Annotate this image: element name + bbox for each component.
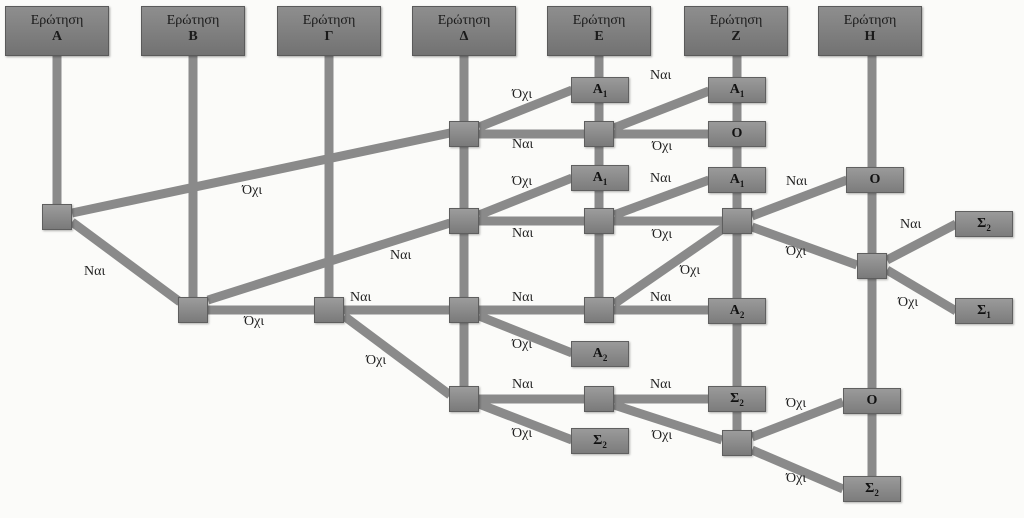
- result-box: O: [843, 388, 901, 414]
- decision-node-e-1: [584, 121, 614, 147]
- edge-label: Όχι: [786, 471, 807, 486]
- edge-label: Ναι: [350, 290, 372, 305]
- header-letter: A: [51, 29, 63, 44]
- edge-label: Όχι: [512, 87, 533, 102]
- decision-node-d-3: [449, 297, 479, 323]
- decision-node-e-2: [584, 208, 614, 234]
- header-letter: E: [594, 29, 604, 44]
- edge-label: Όχι: [244, 314, 265, 329]
- edge-label: Ναι: [650, 171, 672, 186]
- edge-label: Όχι: [512, 174, 533, 189]
- question-header-g: Ερώτηση Γ: [277, 6, 381, 56]
- question-header-z: Ερώτηση Z: [684, 6, 788, 56]
- result-box: A1: [708, 167, 766, 193]
- question-header-e: Ερώτηση E: [547, 6, 651, 56]
- edge-label: Ναι: [650, 68, 672, 83]
- decision-node-d-2: [449, 208, 479, 234]
- edge-label: Όχι: [652, 428, 673, 443]
- result-box: O: [846, 167, 904, 193]
- question-header-a: Ερώτηση A: [5, 6, 109, 56]
- header-word: Ερώτηση: [572, 13, 626, 28]
- decision-node-a: [42, 204, 72, 230]
- result-box: A2: [571, 341, 629, 367]
- edge-label: Ναι: [512, 377, 534, 392]
- decision-node-d-4: [449, 386, 479, 412]
- header-word: Ερώτηση: [30, 13, 84, 28]
- result-box: A2: [708, 298, 766, 324]
- edge-label: Όχι: [652, 227, 673, 242]
- edge-label: Ναι: [650, 377, 672, 392]
- edge-label: Ναι: [900, 217, 922, 232]
- result-box: Σ2: [955, 211, 1013, 237]
- result-box: Σ2: [571, 428, 629, 454]
- edge-label: Όχι: [366, 353, 387, 368]
- header-letter: Z: [731, 29, 741, 44]
- edge-label: Όχι: [680, 263, 701, 278]
- edge-label: Όχι: [242, 183, 263, 198]
- result-box: Σ1: [955, 298, 1013, 324]
- edge-label: Όχι: [898, 295, 919, 310]
- result-box: O: [708, 121, 766, 147]
- edge-label: Ναι: [512, 290, 534, 305]
- edge-label: Ναι: [390, 248, 412, 263]
- edge-label: Όχι: [652, 139, 673, 154]
- result-box: A1: [571, 77, 629, 103]
- edge-label: Όχι: [786, 244, 807, 259]
- edge-label: Ναι: [786, 174, 808, 189]
- decision-node-g: [314, 297, 344, 323]
- header-letter: B: [188, 29, 198, 44]
- edge-label: Ναι: [84, 264, 106, 279]
- question-header-h: Ερώτηση H: [818, 6, 922, 56]
- result-box: A1: [571, 165, 629, 191]
- edge-label: Όχι: [512, 426, 533, 441]
- decision-node-d-1: [449, 121, 479, 147]
- decision-node-e-3: [584, 297, 614, 323]
- header-word: Ερώτηση: [166, 13, 220, 28]
- decision-node-e-4: [584, 386, 614, 412]
- header-word: Ερώτηση: [843, 13, 897, 28]
- header-letter: H: [864, 29, 876, 44]
- header-word: Ερώτηση: [302, 13, 356, 28]
- edge-label: Ναι: [512, 226, 534, 241]
- header-letter: Δ: [459, 29, 469, 44]
- header-word: Ερώτηση: [437, 13, 491, 28]
- decision-node-b: [178, 297, 208, 323]
- question-header-d: Ερώτηση Δ: [412, 6, 516, 56]
- edge-label: Όχι: [512, 337, 533, 352]
- decision-node-h: [857, 253, 887, 279]
- decision-node-z-2: [722, 430, 752, 456]
- edge-label: Όχι: [786, 396, 807, 411]
- result-box: Σ2: [843, 476, 901, 502]
- edge-label: Ναι: [512, 137, 534, 152]
- edge-label: Ναι: [650, 290, 672, 305]
- result-box: A1: [708, 77, 766, 103]
- result-box: Σ2: [708, 386, 766, 412]
- header-letter: Γ: [324, 29, 334, 44]
- question-header-b: Ερώτηση B: [141, 6, 245, 56]
- decision-node-z-1: [722, 208, 752, 234]
- header-word: Ερώτηση: [709, 13, 763, 28]
